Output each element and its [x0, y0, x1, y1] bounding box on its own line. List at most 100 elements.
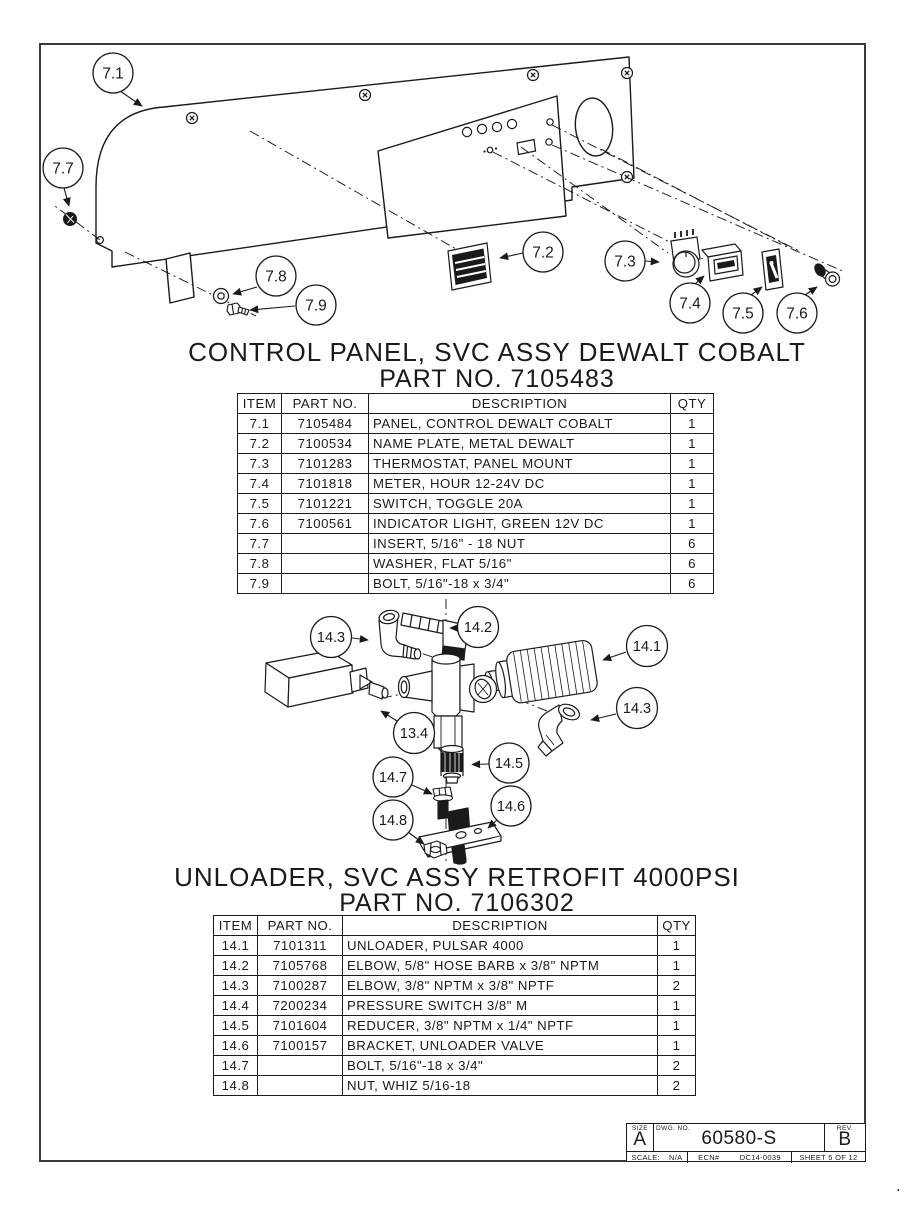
item-cell: 14.8: [213, 1075, 258, 1096]
qty-cell: 1: [670, 493, 714, 514]
title-block-row2: SCALE: N/A ECN# DC14-0039 SHEET 5 OF 12: [627, 1151, 865, 1163]
svg-text:7.1: 7.1: [102, 66, 124, 83]
item-cell: 7.3: [237, 453, 282, 474]
item-cell: 14.6: [213, 1035, 258, 1056]
unloader-knob-part: [484, 639, 598, 704]
balloon-7-2: 7.2: [522, 231, 564, 273]
hour-meter-part: [701, 243, 744, 282]
dwg-no-value: 60580-S: [701, 1128, 777, 1149]
col-part-no: PART NO.: [281, 393, 369, 414]
description-cell: METER, HOUR 12-24V DC: [368, 473, 671, 494]
svg-text:7.6: 7.6: [786, 306, 808, 323]
part-no-cell: 7105768: [257, 955, 343, 976]
sheet-value: SHEET 5 OF 12: [799, 1153, 858, 1162]
name-plate-part: [447, 242, 492, 291]
footer-dot: .: [896, 1176, 901, 1195]
balloon-7-4: 7.4: [669, 282, 711, 324]
col-item: ITEM: [237, 393, 282, 414]
panel-recess: [377, 95, 567, 239]
insert-part: [63, 212, 77, 226]
assembly1-title: CONTROL PANEL, SVC ASSY DEWALT COBALT: [188, 337, 806, 367]
svg-text:14.3: 14.3: [623, 701, 651, 717]
description-cell: REDUCER, 3/8" NPTM x 1/4" NPTF: [342, 1015, 658, 1036]
part-no-cell: 7105484: [281, 413, 369, 434]
col-part-no: PART NO.: [257, 915, 343, 936]
drawing-frame: [39, 43, 866, 1162]
description-cell: SWITCH, TOGGLE 20A: [368, 493, 671, 514]
part-no-cell: 7101818: [281, 473, 369, 494]
panel-part: [95, 56, 635, 304]
panel-oval-cutout: [574, 97, 614, 157]
part-no-cell: 7100561: [281, 513, 369, 534]
unloader-diagram: 14.1 14.2 14.3 14.3 13.4 14.5 14.6 14.7 …: [264, 599, 669, 865]
title-block: SIZE A DWG. NO. 60580-S REV. B SCALE: N/…: [626, 1123, 866, 1163]
qty-cell: 6: [670, 573, 714, 594]
rev-label: REV.: [836, 1125, 854, 1132]
col-qty: QTY: [670, 393, 714, 414]
item-cell: 14.7: [213, 1055, 258, 1076]
col-item: ITEM: [213, 915, 258, 936]
item-cell: 7.9: [237, 573, 282, 594]
description-cell: BOLT, 5/16"-18 x 3/4": [342, 1055, 658, 1076]
part-no-cell: [257, 1075, 343, 1096]
item-cell: 7.5: [237, 493, 282, 514]
col-description: DESCRIPTION: [368, 393, 671, 414]
sheet-cell: SHEET 5 OF 12: [792, 1152, 865, 1163]
item-cell: 7.4: [237, 473, 282, 494]
description-cell: UNLOADER, PULSAR 4000: [342, 935, 658, 956]
balloon-14-1: 14.1: [625, 624, 669, 668]
ecn-cell: ECN# DC14-0039: [688, 1152, 792, 1163]
dwg-no-label: DWG. NO.: [656, 1125, 691, 1132]
qty-cell: 1: [670, 513, 714, 534]
part-no-cell: 7100534: [281, 433, 369, 454]
scale-value: N/A: [669, 1153, 683, 1162]
balloon-7-1: 7.1: [92, 52, 134, 94]
washer-part: [212, 287, 230, 305]
balloon-14-5: 14.5: [488, 742, 530, 784]
item-cell: 7.7: [237, 533, 282, 554]
size-cell: SIZE A: [627, 1124, 654, 1151]
col-qty: QTY: [657, 915, 696, 936]
toggle-switch-part: [761, 248, 784, 291]
item-cell: 14.5: [213, 1015, 258, 1036]
description-cell: WASHER, FLAT 5/16": [368, 553, 671, 574]
scale-cell: SCALE: N/A: [627, 1152, 688, 1163]
part-no-cell: 7101604: [257, 1015, 343, 1036]
part-no-cell: 7100157: [257, 1035, 343, 1056]
nut-part: [423, 840, 448, 859]
description-cell: ELBOW, 3/8" NPTM x 3/8" NPTF: [342, 975, 658, 996]
balloon-14-6: 14.6: [490, 785, 532, 827]
qty-cell: 2: [657, 1055, 696, 1076]
qty-cell: 1: [657, 955, 696, 976]
qty-cell: 1: [657, 1015, 696, 1036]
balloon-13-4: 13.4: [392, 711, 436, 755]
part-no-cell: [257, 1055, 343, 1076]
panel-flange-tab: [165, 252, 195, 304]
size-value: A: [633, 1129, 647, 1150]
svg-text:7.8: 7.8: [265, 269, 287, 286]
qty-cell: 1: [670, 413, 714, 434]
description-cell: PANEL, CONTROL DEWALT COBALT: [368, 413, 671, 434]
svg-text:14.2: 14.2: [464, 620, 492, 636]
item-cell: 7.2: [237, 433, 282, 454]
balloon-7-9: 7.9: [295, 284, 337, 326]
qty-cell: 1: [670, 453, 714, 474]
assembly1-subtitle: PART NO. 7105483: [379, 365, 615, 393]
svg-text:7.2: 7.2: [532, 245, 554, 262]
elbow-part-right: [537, 703, 581, 757]
ecn-label: ECN#: [698, 1153, 720, 1162]
leader-lines: [351, 624, 627, 845]
item-cell: 14.4: [213, 995, 258, 1016]
